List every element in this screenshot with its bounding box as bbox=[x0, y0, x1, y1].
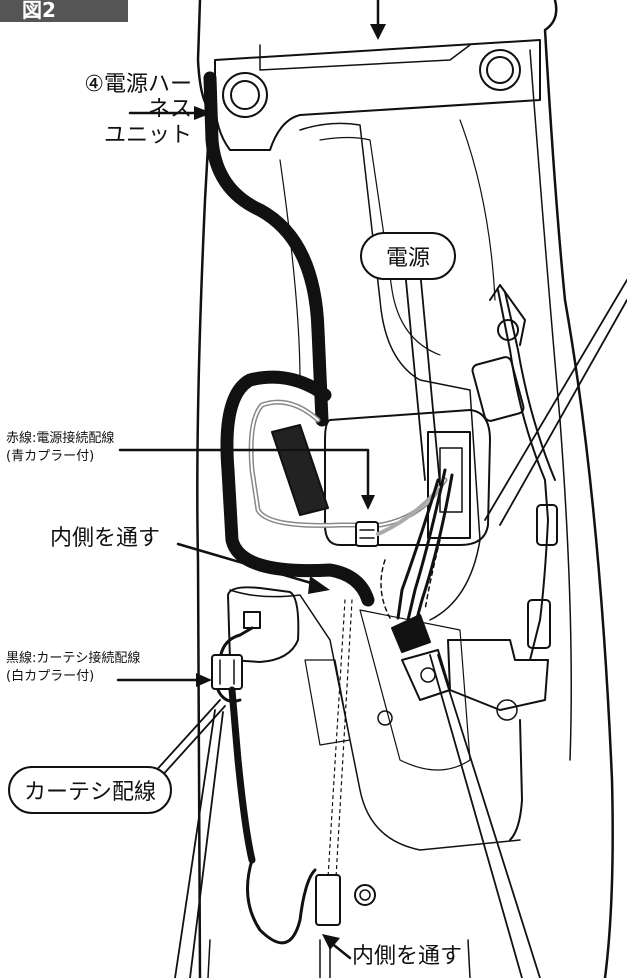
pillar-outline-right bbox=[543, 0, 614, 978]
bolt-hole-right-inner bbox=[486, 56, 514, 84]
dotted-route bbox=[380, 539, 441, 619]
panel-contour-1 bbox=[299, 122, 481, 621]
fuse-box bbox=[271, 424, 329, 516]
bottom-guide-2 bbox=[189, 711, 224, 978]
right-coupler-mid bbox=[536, 504, 558, 546]
power-bubble: 電源 bbox=[360, 232, 456, 280]
bottom-bolt-inner bbox=[359, 889, 371, 901]
inner-pass-arrow-1 bbox=[176, 542, 320, 587]
red-wire-loop-inner bbox=[250, 401, 446, 527]
red-wire-loop bbox=[248, 399, 448, 528]
panel-contour-4 bbox=[459, 119, 496, 301]
figure-tab-label: 図2 bbox=[22, 0, 56, 22]
pillar-inner-right bbox=[529, 49, 572, 761]
panel-contour-7 bbox=[359, 609, 471, 771]
black-wire-down bbox=[228, 686, 256, 864]
blue-coupler-lines bbox=[359, 529, 375, 539]
red-wire-arrow-head bbox=[361, 495, 375, 510]
red-wire-arrow bbox=[118, 448, 370, 502]
left-bracket-square bbox=[243, 611, 261, 629]
top-frame bbox=[214, 39, 541, 151]
black-wire-arrow-head bbox=[196, 673, 212, 687]
panel-contour-3 bbox=[279, 159, 301, 381]
wire-bundle-1 bbox=[406, 468, 447, 622]
bottom-bracket-right bbox=[467, 939, 471, 978]
harness-main bbox=[203, 71, 329, 427]
lower-bracket-hole bbox=[420, 667, 436, 683]
right-lower-harness bbox=[509, 719, 523, 841]
bottom-bolt bbox=[354, 884, 376, 906]
wire-clamp bbox=[391, 614, 431, 653]
figure-tab: 図2 bbox=[0, 0, 128, 22]
black-wire-bottom-loop bbox=[246, 858, 317, 945]
wire-bundle-3 bbox=[396, 478, 440, 620]
inner-pass-arrow-1-head bbox=[308, 576, 330, 594]
bottom-guide-1 bbox=[174, 709, 216, 978]
right-harness bbox=[497, 289, 549, 661]
panel-contour-5 bbox=[229, 589, 521, 851]
inner-pass-label-1: 内側を通す bbox=[50, 526, 161, 551]
guide-line-3 bbox=[429, 654, 523, 978]
harness-unit-arrow-head bbox=[194, 106, 212, 120]
right-coupler-clip bbox=[489, 284, 526, 346]
blue-coupler bbox=[355, 521, 379, 547]
guide-line-2 bbox=[499, 299, 627, 526]
left-bracket bbox=[227, 586, 300, 663]
panel-contour-2 bbox=[319, 136, 441, 356]
power-leader-2 bbox=[419, 269, 441, 486]
bottom-bracket-left bbox=[207, 939, 211, 978]
harness-loop bbox=[220, 370, 375, 607]
bolt-hole-left-inner bbox=[230, 80, 260, 110]
right-coupler-top bbox=[471, 356, 525, 422]
inner-route-dotted bbox=[327, 599, 353, 879]
right-bracket-hole bbox=[496, 699, 518, 721]
courtesy-leader-1 bbox=[151, 699, 221, 776]
bolt-hole-left bbox=[222, 72, 268, 118]
guide-line-1 bbox=[484, 279, 627, 521]
black-wire-label: 黒線:カーテシ接続配線 (白カプラー付) bbox=[6, 651, 141, 684]
panel-contour-6 bbox=[304, 659, 351, 746]
white-coupler bbox=[211, 654, 243, 690]
bolt-hole-right bbox=[479, 49, 521, 91]
top-arrow-head bbox=[370, 24, 386, 40]
panel-hole-small bbox=[377, 710, 393, 726]
inner-pass-label-2: 内側を通す bbox=[352, 944, 463, 969]
courtesy-leader-2 bbox=[159, 705, 226, 779]
right-bracket bbox=[447, 639, 549, 711]
pillar-outline bbox=[196, 0, 212, 978]
inner-pass-arrow-2-head bbox=[322, 934, 340, 950]
courtesy-bubble: カーテシ配線 bbox=[8, 766, 172, 814]
white-coupler-lines bbox=[219, 659, 235, 685]
right-harness-2 bbox=[504, 291, 556, 481]
lower-bracket bbox=[401, 649, 451, 701]
red-wire-label: 赤線:電源接続配線 (青カプラー付) bbox=[6, 431, 115, 464]
harness-unit-label: ④電源ハーネス ユニット bbox=[84, 72, 192, 148]
bottom-coupler bbox=[315, 874, 341, 926]
panel-opening bbox=[324, 409, 491, 546]
wire-bundle-2 bbox=[414, 473, 454, 624]
right-coupler-low bbox=[527, 599, 551, 649]
right-coupler-hole bbox=[497, 319, 519, 341]
top-frame-inner bbox=[259, 44, 471, 71]
power-leader-1 bbox=[404, 269, 426, 481]
guide-line-4 bbox=[437, 654, 541, 978]
